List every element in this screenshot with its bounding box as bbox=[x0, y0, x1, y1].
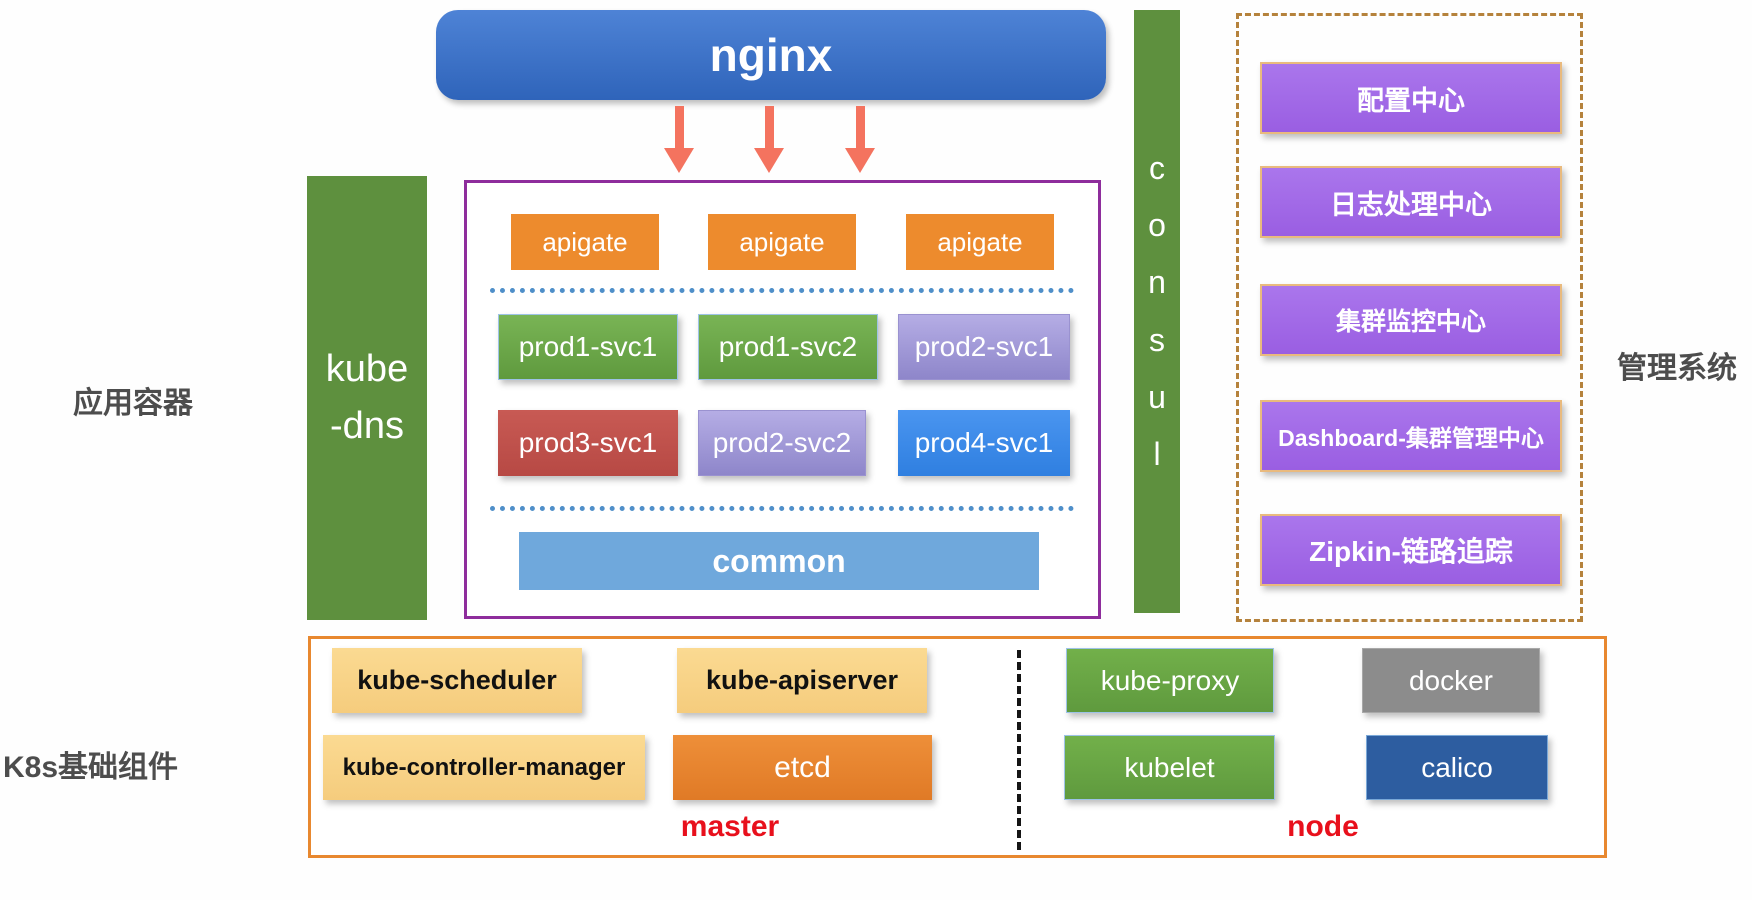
master-node-divider bbox=[1017, 650, 1021, 850]
kube-scheduler-box: kube-scheduler bbox=[332, 648, 582, 713]
mgmt-item-log-center: 日志处理中心 bbox=[1260, 166, 1562, 238]
mgmt-item-dashboard: Dashboard-集群管理中心 bbox=[1260, 400, 1562, 472]
down-arrow-icon bbox=[845, 106, 875, 173]
node-caption: node bbox=[1287, 810, 1359, 843]
prod-service-box: prod4-svc1 bbox=[898, 410, 1070, 476]
consul-letter: u bbox=[1148, 378, 1166, 415]
kube-dns-line1: kube bbox=[325, 348, 409, 390]
dotted-separator bbox=[490, 288, 1074, 293]
nginx-box: nginx bbox=[436, 10, 1106, 100]
prod-service-box: prod3-svc1 bbox=[498, 410, 678, 476]
calico-box: calico bbox=[1366, 735, 1548, 800]
apigate-box: apigate bbox=[708, 214, 856, 270]
k8s-components-label: K8s基础组件 bbox=[3, 751, 179, 784]
mgmt-item-zipkin: Zipkin-链路追踪 bbox=[1260, 514, 1562, 586]
consul-letter: o bbox=[1148, 207, 1166, 244]
down-arrow-icon bbox=[664, 106, 694, 173]
arrow-head bbox=[845, 148, 875, 173]
prod-service-box: prod1-svc2 bbox=[698, 314, 878, 380]
down-arrow-icon bbox=[754, 106, 784, 173]
app-container-label: 应用容器 bbox=[73, 387, 193, 420]
management-system-box bbox=[1236, 13, 1583, 622]
master-caption: master bbox=[680, 810, 780, 843]
etcd-box: etcd bbox=[673, 735, 932, 800]
kube-controller-manager-box: kube-controller-manager bbox=[323, 735, 645, 800]
mgmt-item-cluster-monitoring: 集群监控中心 bbox=[1260, 284, 1562, 356]
dotted-separator bbox=[490, 506, 1074, 511]
docker-box: docker bbox=[1362, 648, 1540, 713]
consul-letter: l bbox=[1153, 435, 1161, 472]
consul-letter: n bbox=[1148, 264, 1166, 301]
management-system-label: 管理系统 bbox=[1617, 352, 1737, 385]
kubelet-box: kubelet bbox=[1064, 735, 1275, 800]
arrow-head bbox=[754, 148, 784, 173]
kube-dns-line2: -dns bbox=[330, 405, 404, 447]
prod-service-box: prod1-svc1 bbox=[498, 314, 678, 380]
arrow-shaft bbox=[855, 106, 865, 148]
apigate-box: apigate bbox=[906, 214, 1054, 270]
kube-apiserver-box: kube-apiserver bbox=[677, 648, 927, 713]
mgmt-item-config-center: 配置中心 bbox=[1260, 62, 1562, 134]
prod-service-box: prod2-svc1 bbox=[898, 314, 1070, 380]
kube-dns-box: kube -dns bbox=[307, 176, 427, 620]
arrow-head bbox=[664, 148, 694, 173]
apigate-box: apigate bbox=[511, 214, 659, 270]
prod-service-box: prod2-svc2 bbox=[698, 410, 866, 476]
consul-letter: s bbox=[1149, 321, 1165, 358]
kube-proxy-box: kube-proxy bbox=[1066, 648, 1274, 713]
arrow-shaft bbox=[674, 106, 684, 148]
consul-letter: c bbox=[1149, 149, 1165, 186]
consul-bar: c o n s u l bbox=[1134, 10, 1180, 613]
common-box: common bbox=[519, 532, 1039, 590]
arrow-shaft bbox=[764, 106, 774, 148]
